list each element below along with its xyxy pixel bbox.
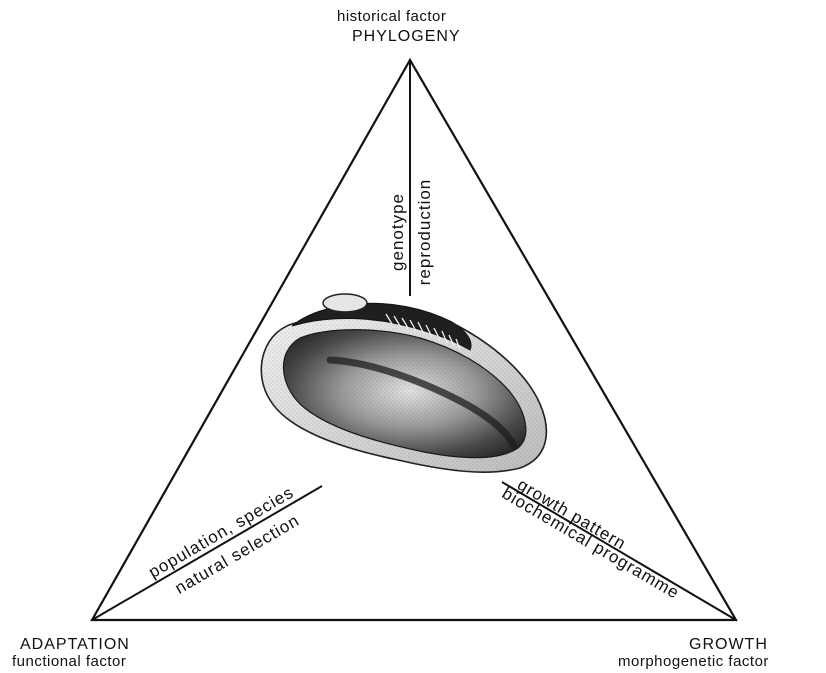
bivalve-shell-illustration [261,294,546,472]
biochemical-programme-label: biochemical programme [499,484,683,603]
reproduction-label: reproduction [415,179,434,286]
left-axis-line [92,486,322,620]
genotype-label: genotype [388,193,407,271]
